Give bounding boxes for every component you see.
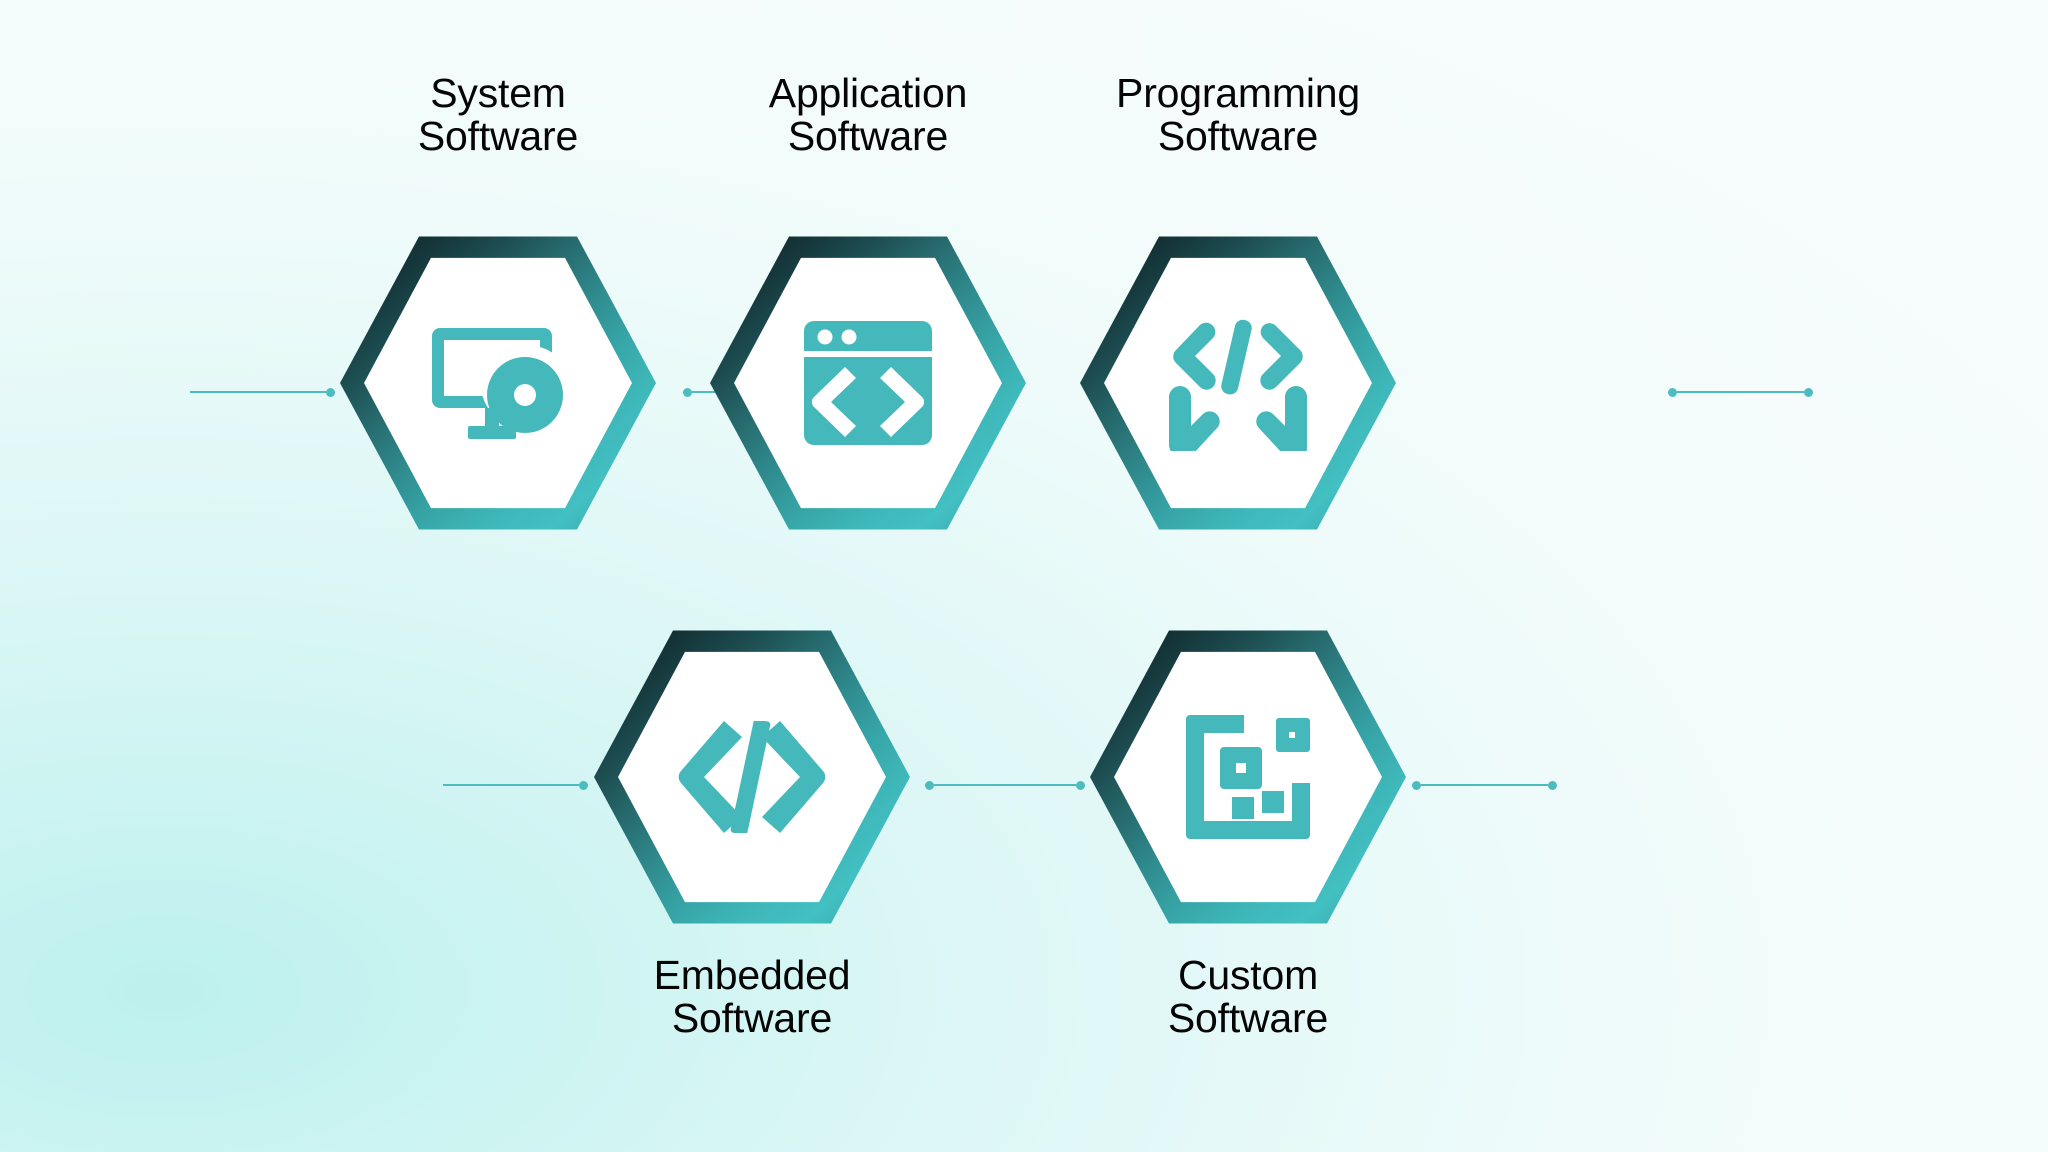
connector-line <box>190 391 326 393</box>
node-programming-software[interactable]: Programming Software <box>1080 71 1396 534</box>
connector-endpoint-dot <box>683 387 692 397</box>
connector-line <box>443 784 579 786</box>
node-label-programming-software: Programming Software <box>1116 70 1360 160</box>
code-in-hands-icon <box>1080 232 1396 534</box>
connector-endpoint-dot <box>1076 780 1085 790</box>
monitor-disc-icon <box>340 232 656 534</box>
node-label-system-software: System Software <box>417 70 579 160</box>
connector-endpoint-dot <box>579 780 588 790</box>
node-label-embedded-software: Embedded Software <box>653 952 851 1042</box>
node-label-custom-software: Custom Software <box>1167 952 1329 1042</box>
connector-endpoint-dot <box>1412 780 1421 790</box>
connector-line <box>1421 784 1548 786</box>
connector-lead-out-custom <box>1412 778 1557 792</box>
connector-endpoint-dot <box>925 780 934 790</box>
connector-endpoint-dot <box>326 387 335 397</box>
connector-endpoint-dot <box>1668 387 1677 397</box>
node-application-software[interactable]: Application Software <box>710 71 1026 534</box>
connector-lead-in-embedded <box>443 778 588 792</box>
connector-endpoint-dot <box>1548 780 1557 790</box>
connector-endpoint-dot <box>1804 387 1813 397</box>
node-embedded-software[interactable]: Embedded Software <box>594 626 910 1040</box>
connector-line <box>934 784 1076 786</box>
node-custom-software[interactable]: Custom Software <box>1090 626 1406 1040</box>
connector-embedded-to-custom <box>925 778 1085 792</box>
node-label-application-software: Application Software <box>768 70 968 160</box>
connector-lead-out-right <box>1668 385 1813 399</box>
connector-line <box>1677 391 1804 393</box>
connector-lead-in-left <box>190 385 335 399</box>
browser-code-window-icon <box>710 232 1026 534</box>
block-grid-icon <box>1090 626 1406 928</box>
code-brackets-icon <box>594 626 910 928</box>
node-system-software[interactable]: System Software <box>340 71 656 534</box>
